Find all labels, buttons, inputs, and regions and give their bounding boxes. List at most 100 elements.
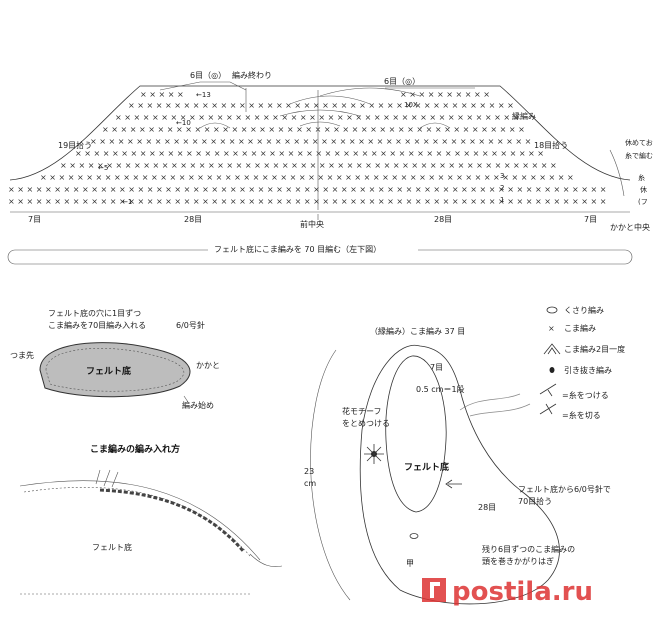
howto-title: こま編みの編み入れ方: [90, 443, 180, 455]
attach-icon: [539, 383, 557, 397]
size-arc: [310, 349, 351, 601]
slipper-sole: [385, 355, 447, 513]
stitch-rows: × × × × × × × × × × × × × × × × × × × × …: [8, 90, 606, 206]
chain-icon: [546, 306, 558, 314]
slipper-size-23: 23: [304, 467, 314, 476]
sole-heel: かかと: [196, 361, 220, 370]
label-7-right: 7目: [584, 215, 597, 224]
legend-attach: =糸をつける: [562, 390, 609, 400]
felt-holes: [23, 487, 251, 557]
label-right-18: 18目拾う: [534, 140, 568, 150]
slipper-finish-2: 頭を巻きかがりはぎ: [482, 556, 554, 566]
rest-note-2: 糸で編む: [625, 151, 653, 160]
slipper-flower-1: 花モチーフ: [342, 406, 382, 416]
rest-note-5: 糸: [638, 173, 645, 182]
decrease-arcs: [199, 87, 451, 129]
rest-note-4: (フ: [638, 198, 648, 206]
svg-text:× × × × × × × × × ×: × × × × × × × × × ×: [400, 90, 490, 99]
legend-sc2tog: こま編み2目一度: [564, 344, 625, 354]
label-edge: 縁編み: [512, 111, 536, 121]
row-1: ←1: [122, 198, 132, 206]
instep-ring: [409, 533, 419, 539]
svg-text:× × × × × × × × × × × × × × ×: × × × × × × × × × × × × × × × × × × × × …: [115, 113, 519, 122]
hook-strands: [95, 469, 119, 488]
row-13: ←13: [196, 91, 211, 99]
label-left-6: 6目（◎）: [190, 71, 226, 80]
pickup-arrow: [445, 479, 462, 489]
slipper-edge-label: （縁編み）こま編み 37 目: [370, 326, 465, 336]
svg-text:× × × × × × × × × × × × × × ×: × × × × × × × × × × × × × × × × × × × × …: [90, 137, 531, 146]
slipper-outer: [359, 344, 560, 605]
sole-start: 編み始め: [182, 400, 214, 410]
cut-icon: [539, 403, 557, 415]
sole-shape: [39, 342, 191, 398]
row-5: ←5: [98, 164, 108, 172]
handwritten-note: [459, 393, 531, 417]
slipper-felt: フェルト底: [404, 461, 449, 473]
slipper-seven: 7目: [430, 363, 443, 372]
felt-edge-top: [19, 480, 261, 561]
sole-toe: つま先: [10, 350, 34, 360]
sole-note-2: こま編みを70目編み入れる: [48, 320, 146, 330]
label-28-right: 28目: [434, 215, 452, 224]
slipper-size-cm: cm: [304, 479, 316, 488]
rest-arrow: [609, 149, 625, 197]
sole-note-1: フェルト底の穴に1目ずつ: [48, 308, 141, 318]
slipper-diagram: （縁編み）こま編み 37 目 7目 0.5 cm＝1段 フェルト底 花モチーフ …: [304, 326, 611, 605]
watermark: postila.ru: [422, 577, 593, 607]
sole-holes: [45, 348, 185, 392]
slipper-rows: 0.5 cm＝1段: [416, 384, 465, 394]
legend-chain: くさり編み: [564, 305, 604, 315]
felt-instruction: フェルト底にこま編みを 70 目編む（左下図）: [214, 244, 381, 254]
label-end: 編み終わり: [232, 70, 272, 80]
sole-label: フェルト底: [86, 365, 131, 377]
sole-diagram: フェルト底の穴に1目ずつ こま編みを70目編み入れる 6/0号針 つま先 フェル…: [10, 308, 220, 410]
sc-icon: ×: [548, 324, 555, 333]
chart-outline: [9, 85, 631, 181]
row-10: ←10: [176, 119, 191, 127]
howto-felt: フェルト底: [92, 542, 132, 552]
svg-text:× × × × × × × × × × × × × × ×: × × × × × × × × × × × × × × × × × × × × …: [102, 125, 525, 134]
slipper-instep: 甲: [406, 559, 414, 568]
rest-note-1: 休めてお: [625, 138, 653, 147]
rest-note-3: 休: [640, 185, 647, 194]
svg-text:× × × × × × × × × × × × × × ×: × × × × × × × × × × × × × × × × × × × × …: [75, 149, 544, 158]
legend-sc: こま編み: [564, 323, 596, 333]
flower-icon: [364, 444, 384, 464]
legend-cut: =糸を切る: [562, 410, 601, 420]
howto-diagram: こま編みの編み入れ方 フェルト底: [19, 443, 283, 595]
slip-icon: [549, 367, 555, 373]
row-1b: 1: [500, 196, 504, 204]
legend: くさり編み × こま編み こま編み2目一度 引き抜き編み =糸をつける =糸を切…: [459, 305, 625, 420]
slipper-28: 28目: [478, 503, 496, 512]
sc2tog-icon: [543, 343, 561, 355]
legend-slip: 引き抜き編み: [564, 365, 612, 375]
left6-bracket: [159, 81, 247, 91]
row-10x: 10X: [404, 101, 418, 109]
svg-text:× × × × × × × × × × × × × × ×: × × × × × × × × × × × × × × × × × × × × …: [60, 161, 557, 170]
yarn-tail: [249, 553, 283, 567]
label-left-19: 19目拾う: [58, 140, 92, 150]
svg-text:× × × × × × × × × × × × × × ×: × × × × × × × × × × × × × × × × × × × × …: [128, 101, 514, 110]
row-2: 2: [500, 184, 504, 192]
watermark-text: postila.ru: [452, 577, 593, 607]
sole-hook: 6/0号針: [176, 320, 205, 330]
label-front-center: 前中央: [300, 219, 324, 229]
slipper-flower-2: をとめつける: [342, 419, 390, 428]
svg-text:× × × × × × × × × × × × × × ×: × × × × × × × × × × × × × × × × × × × × …: [8, 197, 606, 206]
svg-text:× × × × ×: × × × × ×: [140, 90, 184, 99]
row-3: 3: [500, 172, 504, 180]
svg-text:× × × × × × × × × × × × × × ×: × × × × × × × × × × × × × × × × × × × × …: [8, 185, 606, 194]
slipper-pickup-1: フェルト底から6/0号針で: [518, 484, 611, 494]
start-pointer: [183, 395, 189, 403]
svg-text:× × × × × × × × × × × × × × ×: × × × × × × × × × × × × × × × × × × × × …: [40, 173, 574, 182]
label-heel-center: かかと中央: [610, 222, 650, 232]
stitch-chart: × × × × × × × × × × × × × × × × × × × × …: [7, 70, 653, 265]
slipper-finish-1: 残り6目ずつのこま編みの: [482, 544, 575, 554]
label-28-left: 28目: [184, 215, 202, 224]
felt-label-bg: [208, 243, 418, 255]
label-7-left: 7目: [28, 215, 41, 224]
slipper-pickup-2: 70目拾う: [518, 496, 552, 506]
label-right-6: 6目（◎）: [384, 77, 420, 86]
